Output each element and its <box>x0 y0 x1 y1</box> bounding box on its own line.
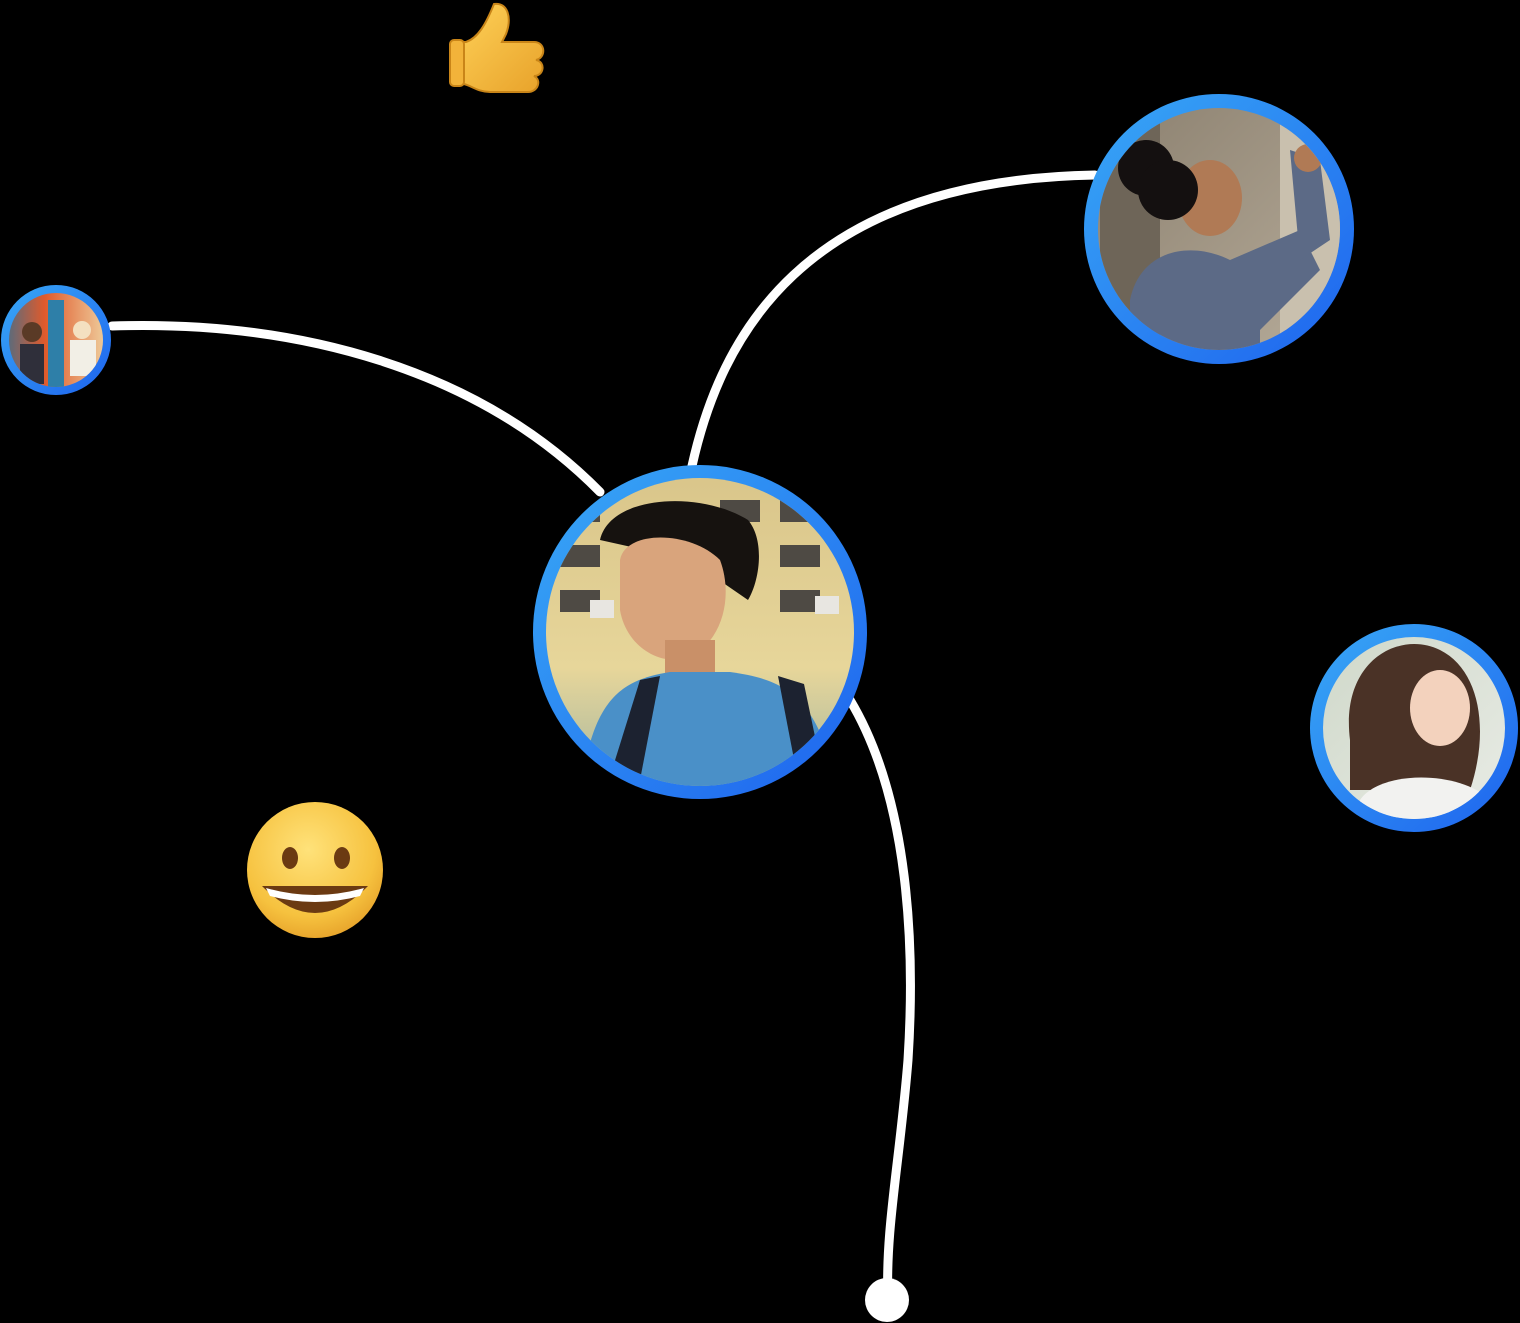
connector-bottom <box>845 695 915 1305</box>
connector-top-right <box>687 170 1100 471</box>
avatar-left[interactable] <box>0 285 112 395</box>
avatar-center[interactable] <box>533 465 867 800</box>
grinning-face-icon <box>247 802 383 938</box>
connector-end-dot <box>865 1278 909 1322</box>
connector-left <box>107 321 605 497</box>
thumbs-up-icon <box>449 2 545 93</box>
avatar-top-right[interactable] <box>1084 94 1354 364</box>
connector-lines <box>107 170 1100 1305</box>
avatar-right[interactable] <box>1310 624 1518 832</box>
